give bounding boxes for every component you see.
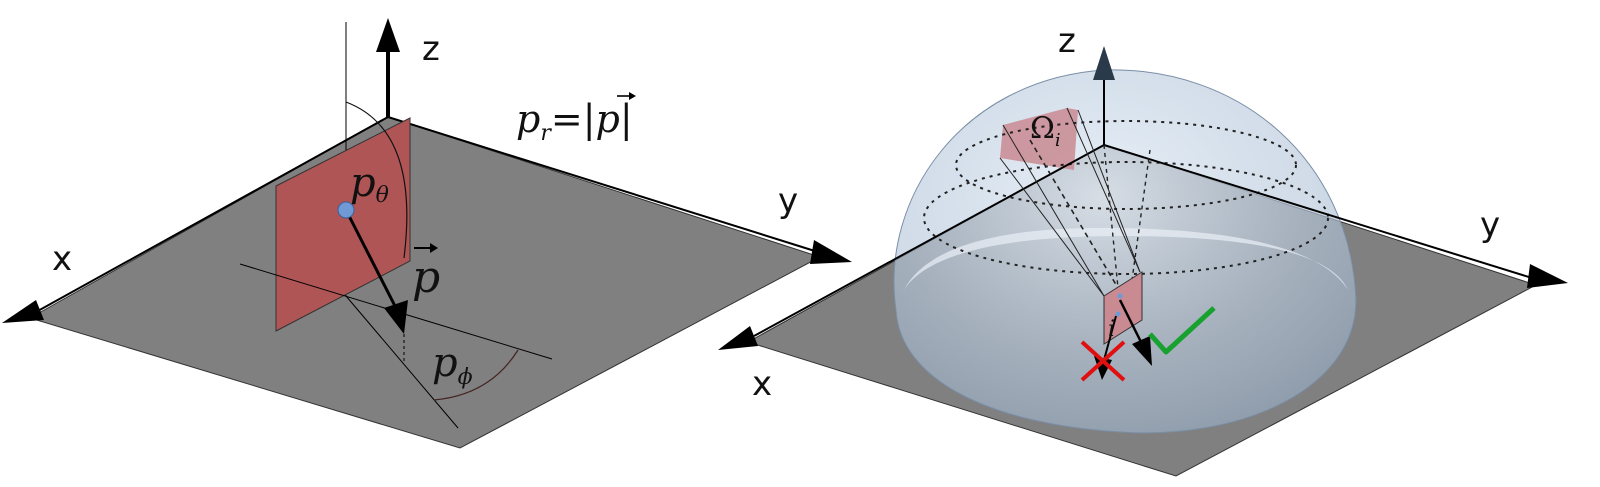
check-mark-icon: [1148, 306, 1216, 355]
vector-accept-arrow: [1132, 336, 1152, 366]
y-axis-line-right: [1103, 144, 1533, 279]
x-axis-arrow-left: [2, 300, 44, 323]
phi-arc: [433, 349, 519, 401]
vector-p-line: [344, 209, 398, 309]
latitude-ring-lower: [923, 161, 1329, 275]
x-axis-label-left: x: [52, 239, 72, 279]
latitude-ring-upper: [955, 120, 1297, 210]
cone-line-4: [999, 157, 1105, 297]
vector-p-accent-head: [430, 243, 438, 253]
solid-angle-patch: [1000, 108, 1078, 170]
solid-angle-label: Ωi: [1030, 111, 1061, 151]
cone-line-dashed-3: [1131, 149, 1151, 281]
label-p-phi: pϕ: [432, 340, 473, 390]
left-panel: z y x pθ p pϕ: [2, 18, 852, 449]
z-axis-arrow-right: [1093, 46, 1115, 80]
label-p-theta: pθ: [350, 160, 389, 208]
z-axis-label-left: z: [422, 29, 440, 69]
x-axis-label-right: x: [752, 364, 772, 404]
x-axis-line-left: [35, 116, 389, 313]
projection-line: [345, 295, 459, 429]
vector-i-label: i: [1108, 317, 1115, 342]
x-axis-arrow-right: [718, 326, 758, 350]
y-axis-label-left: y: [778, 181, 798, 221]
cone-line-1: [1002, 124, 1105, 297]
x-axis-line-right: [753, 144, 1105, 337]
small-point-2: [1115, 311, 1121, 317]
red-plane: [275, 117, 411, 332]
y-axis-line-left: [387, 116, 819, 253]
vector-p-arrow: [384, 300, 408, 334]
right-panel: y x z i Ωi: [718, 21, 1568, 477]
point-marker: [337, 201, 355, 219]
x-mark-icon: [1080, 340, 1126, 382]
cone-line-3: [1077, 109, 1141, 273]
equation-pr: pr=|p|: [516, 97, 633, 146]
cone-line-dashed-1: [1029, 139, 1119, 289]
z-axis-arrow-left: [376, 18, 400, 52]
vector-reject-line: [1103, 315, 1117, 361]
cone-line-2: [1066, 107, 1141, 273]
y-axis-label-right: y: [1480, 205, 1500, 245]
theta-arc: [345, 101, 408, 259]
y-axis-arrow-left: [810, 240, 852, 264]
y-axis-arrow-right: [1527, 264, 1568, 288]
label-vector-p: p: [412, 252, 440, 303]
hemisphere-dome: [893, 69, 1357, 434]
vector-reject-arrow: [1094, 356, 1112, 380]
small-point-1: [1117, 293, 1123, 299]
vector-accept-line: [1118, 299, 1144, 345]
z-axis-label-right: z: [1058, 21, 1076, 61]
equation-vec-accent-head: [629, 92, 636, 100]
